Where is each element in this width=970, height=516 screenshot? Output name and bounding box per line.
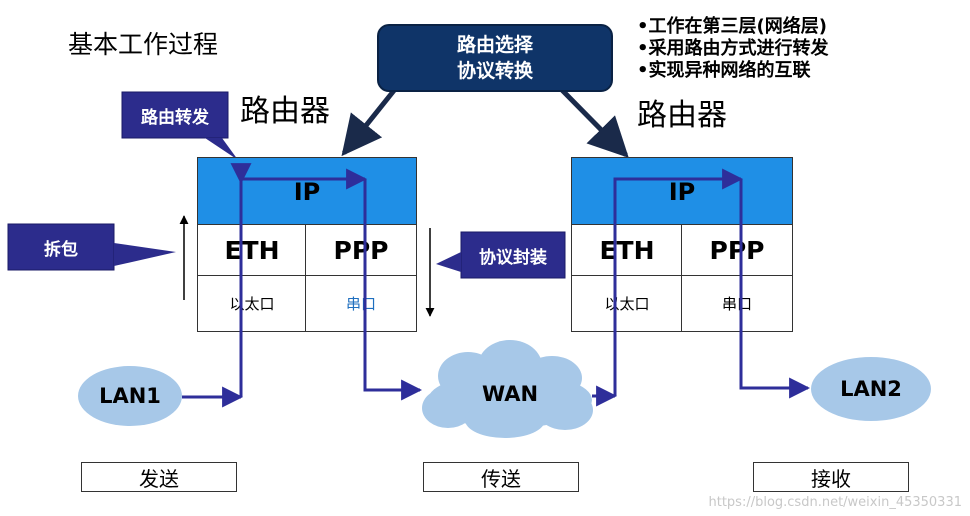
callout-forward-shape: [121, 91, 238, 160]
lan2-label: LAN2: [840, 377, 902, 401]
router-2-ppp-cell: PPP: [681, 224, 793, 277]
control-line-1: 路由选择: [456, 34, 533, 56]
router-2-eth-cell: ETH: [571, 224, 683, 277]
callout-unpack: 拆包: [44, 239, 78, 260]
note-item: •采用路由方式进行转发: [637, 38, 829, 59]
lan1-label: LAN1: [99, 384, 161, 408]
note-item: •实现异种网络的互联: [637, 60, 811, 81]
stage-receive: 接收: [753, 462, 909, 492]
router-1-ethernet-port: 以太口: [197, 275, 307, 332]
router-1-eth-cell: ETH: [197, 224, 307, 277]
wan-cloud: [422, 340, 593, 438]
lan1-ellipse: [78, 366, 182, 426]
callout-encap: 协议封装: [479, 247, 547, 268]
router-2-label: 路由器: [637, 98, 727, 133]
router-2-serial-port: 串口: [681, 275, 793, 332]
control-arrow-right: [558, 86, 629, 158]
stage-transmit: 传送: [423, 462, 579, 492]
routing-control-box: 路由选择 协议转换: [377, 24, 613, 92]
router-1-ppp-cell: PPP: [305, 224, 417, 277]
watermark: https://blog.csdn.net/weixin_45350331: [708, 495, 962, 510]
router-2-ip-layer: IP: [571, 157, 793, 226]
router-1-serial-port: 串口: [305, 275, 417, 332]
callout-forward: 路由转发: [141, 107, 209, 128]
wan-label: WAN: [481, 382, 539, 406]
stage-send: 发送: [81, 462, 237, 492]
router-1-label: 路由器: [240, 94, 330, 129]
note-item: •工作在第三层(网络层): [637, 16, 827, 37]
lan2-ellipse: [811, 357, 931, 421]
callout-encap-shape: [436, 231, 566, 279]
feature-notes: •工作在第三层(网络层) •采用路由方式进行转发 •实现异种网络的互联: [637, 16, 829, 82]
control-line-2: 协议转换: [456, 60, 533, 82]
callout-unpack-shape: [7, 223, 176, 271]
router-2-ethernet-port: 以太口: [571, 275, 683, 332]
control-arrow-left: [341, 86, 398, 157]
router-1-ip-layer: IP: [197, 157, 417, 226]
page-title: 基本工作过程: [68, 30, 219, 59]
